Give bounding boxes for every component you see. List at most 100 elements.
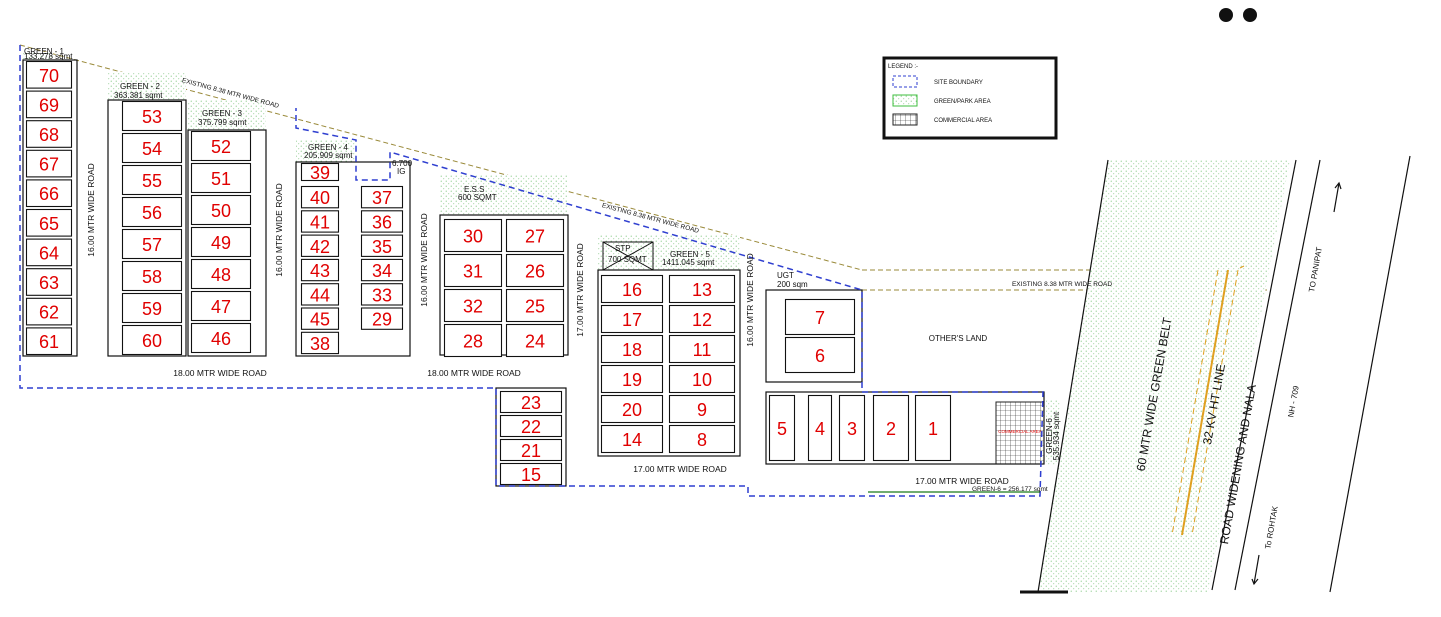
plot-number: 45	[310, 310, 330, 330]
plot-box[interactable]	[190, 194, 252, 226]
plot-number: 47	[211, 297, 231, 317]
plot-box[interactable]	[25, 208, 73, 237]
plot-box[interactable]	[300, 331, 340, 355]
plot-box[interactable]	[505, 323, 565, 358]
plot-box[interactable]	[668, 304, 736, 334]
legend-title: LEGEND :-	[888, 64, 918, 70]
green-6b-area	[1046, 400, 1060, 465]
plot-box[interactable]	[25, 149, 73, 178]
plots: 7069686766656463626153545556575859605251…	[25, 60, 952, 486]
plot-box[interactable]	[600, 304, 664, 334]
plot-box[interactable]	[443, 218, 503, 253]
plot-box[interactable]	[121, 196, 183, 228]
plot-box[interactable]	[668, 334, 736, 364]
plot-box[interactable]	[300, 283, 340, 306]
plot-box[interactable]	[300, 210, 340, 233]
plot-box[interactable]	[25, 120, 73, 148]
legend-label-green: GREEN/PARK AREA	[934, 99, 991, 105]
plot-box[interactable]	[668, 274, 736, 304]
green-6-label: GREEN-6 = 256.177 sqmt	[972, 486, 1048, 493]
plot-number: 43	[310, 261, 330, 281]
plot-box[interactable]	[190, 290, 252, 322]
plot-box[interactable]	[190, 226, 252, 258]
plot-number: 29	[372, 310, 392, 330]
plot-box[interactable]	[499, 414, 563, 438]
window-dot-icon[interactable]	[1219, 8, 1233, 22]
plot-box[interactable]	[807, 394, 833, 462]
plot-number: 8	[697, 430, 707, 450]
plot-box[interactable]	[121, 324, 183, 356]
plot-number: 26	[525, 262, 545, 282]
plot-number: 14	[622, 430, 642, 450]
plot-box[interactable]	[443, 323, 503, 358]
plot-box[interactable]	[914, 394, 952, 462]
plot-box[interactable]	[360, 234, 404, 257]
plot-box[interactable]	[25, 60, 73, 89]
plot-box[interactable]	[121, 132, 183, 164]
plot-number: 15	[521, 465, 541, 485]
plot-box[interactable]	[25, 327, 73, 356]
plot-box[interactable]	[25, 238, 73, 267]
plot-box[interactable]	[360, 210, 404, 233]
plot-box[interactable]	[121, 292, 183, 324]
plot-box[interactable]	[600, 274, 664, 304]
plot-box[interactable]	[838, 394, 866, 462]
plot-box[interactable]	[668, 364, 736, 394]
plot-box[interactable]	[300, 234, 340, 257]
plot-box[interactable]	[443, 253, 503, 288]
plot-box[interactable]	[505, 218, 565, 253]
plot-number: 34	[372, 261, 392, 281]
plot-box[interactable]	[190, 258, 252, 290]
plot-box[interactable]	[190, 130, 252, 162]
plot-box[interactable]	[300, 307, 340, 330]
plot-number: 23	[521, 393, 541, 413]
plot-box[interactable]	[360, 258, 404, 282]
ht-line-tick	[1239, 265, 1245, 269]
legend: LEGEND :- SITE BOUNDARY GREEN/PARK AREA …	[882, 56, 1058, 140]
plot-box[interactable]	[768, 394, 796, 462]
plot-number: 20	[622, 400, 642, 420]
window-dot-icon[interactable]	[1243, 8, 1257, 22]
plot-box[interactable]	[600, 334, 664, 364]
plot-box[interactable]	[300, 258, 340, 282]
road-label-18m: 18.00 MTR WIDE ROAD	[427, 368, 521, 378]
plot-box[interactable]	[499, 438, 563, 462]
plot-box[interactable]	[505, 253, 565, 288]
plot-number: 35	[372, 237, 392, 257]
plot-box[interactable]	[190, 322, 252, 354]
ig-top-label: 6.700	[392, 159, 413, 168]
plot-box[interactable]	[443, 288, 503, 323]
plot-box[interactable]	[25, 90, 73, 119]
plot-box[interactable]	[121, 164, 183, 196]
plot-box[interactable]	[121, 228, 183, 260]
plot-number: 16	[622, 280, 642, 300]
to-panipat-label: TO PANIPAT	[1307, 246, 1324, 293]
plot-box[interactable]	[784, 336, 856, 374]
plot-box[interactable]	[25, 179, 73, 208]
plot-box[interactable]	[190, 162, 252, 194]
plot-box[interactable]	[505, 288, 565, 323]
plot-number: 41	[310, 212, 330, 232]
plot-box[interactable]	[499, 390, 563, 414]
plot-number: 1	[928, 419, 938, 439]
plot-box[interactable]	[499, 462, 563, 486]
plot-number: 46	[211, 329, 231, 349]
ht-line-main	[1181, 269, 1229, 536]
plot-box[interactable]	[600, 364, 664, 394]
plot-box[interactable]	[668, 394, 736, 424]
plot-box[interactable]	[25, 297, 73, 326]
plot-box[interactable]	[121, 100, 183, 132]
plot-box[interactable]	[360, 307, 404, 330]
plot-box[interactable]	[121, 260, 183, 292]
plot-box[interactable]	[360, 283, 404, 306]
plot-box[interactable]	[360, 185, 404, 209]
plot-box[interactable]	[300, 185, 340, 209]
plot-box[interactable]	[300, 162, 340, 182]
plot-box[interactable]	[872, 394, 910, 462]
plot-box[interactable]	[668, 424, 736, 454]
plot-box[interactable]	[600, 394, 664, 424]
plot-box[interactable]	[600, 424, 664, 454]
plot-box[interactable]	[25, 268, 73, 296]
plot-box[interactable]	[784, 298, 856, 336]
highway-label: NH - 709	[1286, 384, 1301, 418]
